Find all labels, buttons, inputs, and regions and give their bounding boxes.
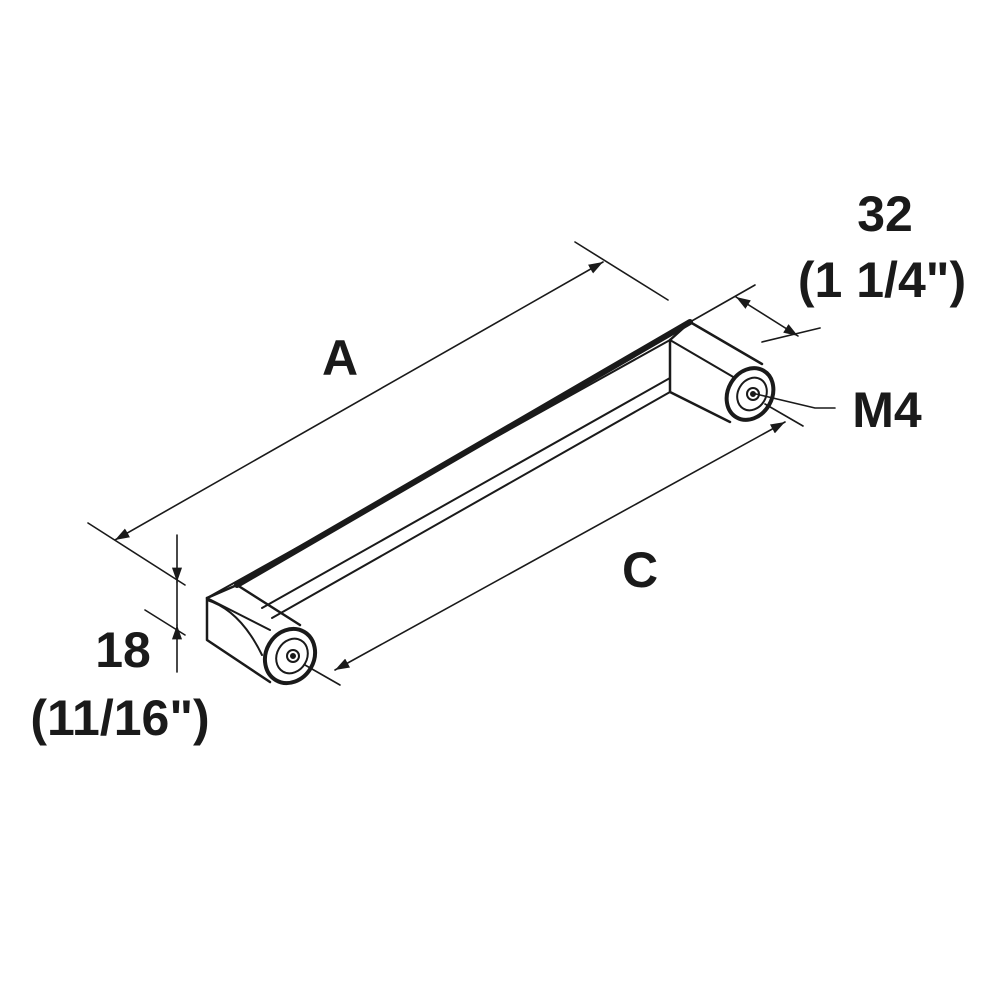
dimension-c xyxy=(304,403,804,686)
label-a: A xyxy=(321,330,359,386)
label-depth-in: (1 1/4") xyxy=(797,252,967,308)
handle-bar xyxy=(206,319,693,619)
label-depth-mm: 32 xyxy=(857,186,913,242)
label-height-in: (11/16") xyxy=(30,690,210,746)
label-c: C xyxy=(621,542,659,598)
label-m4: M4 xyxy=(852,382,922,438)
dimension-height xyxy=(144,534,186,673)
left-end-post xyxy=(205,583,318,686)
thread-leader-line xyxy=(755,393,836,409)
dimension-depth xyxy=(689,284,821,343)
right-end-post xyxy=(668,320,776,424)
dimension-a xyxy=(87,241,669,586)
label-height-mm: 18 xyxy=(95,622,151,678)
